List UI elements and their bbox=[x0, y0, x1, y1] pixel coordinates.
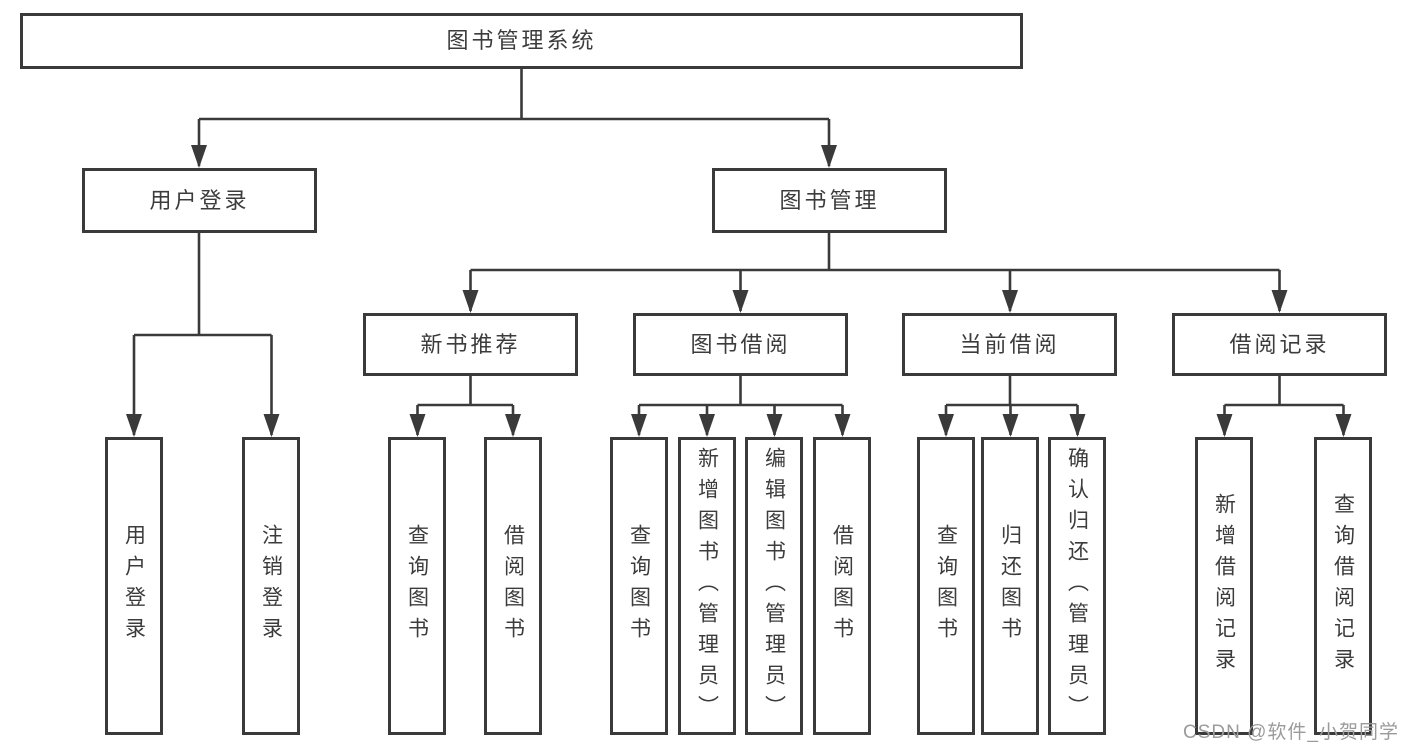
leaf-user-login: 用户登录 bbox=[105, 437, 163, 735]
leaf-borrow-books-2: 借阅图书 bbox=[813, 437, 871, 735]
node-book-borrowing: 图书借阅 bbox=[633, 313, 848, 376]
node-borrowing-records: 借阅记录 bbox=[1172, 313, 1387, 376]
connector-book-management-to-level3 bbox=[469, 231, 1281, 311]
leaf-logout: 注销登录 bbox=[242, 437, 300, 735]
node-user-login: 用户登录 bbox=[82, 168, 317, 233]
connector-user-login-to-leaves bbox=[132, 231, 273, 435]
leaf-edit-books-admin: 编辑图书（管理员） bbox=[745, 437, 803, 735]
leaf-query-books-1: 查询图书 bbox=[388, 437, 446, 735]
node-root-library-management-system: 图书管理系统 bbox=[20, 13, 1023, 69]
connector-root-to-level2 bbox=[197, 66, 831, 166]
node-new-book-recommend: 新书推荐 bbox=[363, 313, 578, 376]
node-book-management: 图书管理 bbox=[712, 168, 947, 233]
connector-borrowing-records-to-leaves bbox=[1223, 374, 1345, 435]
leaf-add-borrow-record: 新增借阅记录 bbox=[1195, 437, 1253, 735]
connector-book-borrowing-to-leaves bbox=[637, 374, 844, 435]
connector-new-book-recommend-to-leaves bbox=[416, 374, 515, 435]
leaf-query-books-2: 查询图书 bbox=[610, 437, 668, 735]
leaf-borrow-books-1: 借阅图书 bbox=[484, 437, 542, 735]
node-current-borrowing: 当前借阅 bbox=[902, 313, 1117, 376]
leaf-return-books: 归还图书 bbox=[981, 437, 1039, 735]
csdn-watermark: CSDN @软件_小贺同学 bbox=[1183, 722, 1399, 743]
leaf-confirm-return-admin: 确认归还（管理员） bbox=[1048, 437, 1106, 735]
leaf-query-borrow-record: 查询借阅记录 bbox=[1314, 437, 1372, 735]
leaf-query-books-3: 查询图书 bbox=[917, 437, 975, 735]
leaf-add-books-admin: 新增图书（管理员） bbox=[678, 437, 736, 735]
